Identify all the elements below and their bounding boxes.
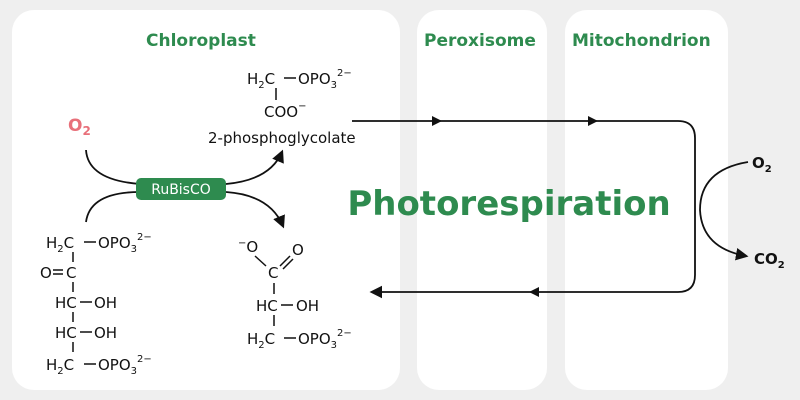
mitochondrion-title: Mitochondrion (572, 31, 711, 51)
svg-text:H2C: H2C (247, 330, 275, 351)
svg-text:OH: OH (94, 324, 117, 342)
mito-oxygen-label: O2 (752, 154, 772, 175)
svg-text:C: C (66, 264, 76, 282)
oxygen-to-rubisco-arc (85, 149, 141, 185)
svg-text:OPO32−: OPO32− (298, 68, 352, 91)
rubp-to-rubisco-arc (85, 191, 141, 223)
mito-co2-label: CO2 (754, 250, 785, 271)
svg-text:HC: HC (55, 294, 77, 312)
peroxisome-panel (417, 10, 547, 390)
rubp-structure: H2C OPO32− O C HC OH HC OH H2C OPO32− (40, 232, 152, 377)
svg-text:H2C: H2C (46, 356, 74, 377)
svg-text:HC: HC (55, 324, 77, 342)
rubisco-label: RuBisCO (151, 182, 211, 198)
svg-text:OH: OH (94, 294, 117, 312)
rubisco-badge (136, 178, 226, 200)
svg-text:OPO32−: OPO32− (98, 354, 152, 377)
rubisco-to-phosphoglycerate-arrow (225, 191, 285, 229)
process-title: Photorespiration (347, 184, 670, 224)
oxygen-input-label: O2 (68, 116, 91, 138)
svg-text:OPO32−: OPO32− (98, 232, 152, 255)
svg-text:C: C (268, 264, 278, 282)
forward-transport-line (352, 120, 696, 299)
svg-text:OPO32−: OPO32− (298, 328, 352, 351)
svg-text:O: O (292, 241, 304, 259)
phosphoglycolate-structure: H2C OPO32− COO− (247, 68, 352, 121)
svg-text:H2C: H2C (247, 70, 275, 91)
svg-text:OH: OH (296, 297, 319, 315)
svg-text:HC: HC (256, 297, 278, 315)
oxygen-co2-exchange-arc (699, 161, 749, 261)
peroxisome-title: Peroxisome (424, 31, 536, 51)
rubisco-to-phosphoglycolate-arrow (225, 149, 284, 185)
phosphoglycerate-structure: −O C O HC OH H2C OPO32− (238, 238, 352, 351)
svg-text:−O: −O (238, 238, 258, 256)
arrowhead-into-mitochondrion (588, 116, 598, 126)
arrowhead-return-peroxisome (529, 287, 539, 297)
phosphoglycolate-name: 2-phosphoglycolate (208, 129, 356, 147)
arrowhead-into-peroxisome (432, 116, 442, 126)
chloroplast-title: Chloroplast (146, 31, 256, 51)
svg-text:H2C: H2C (46, 234, 74, 255)
svg-text:COO−: COO− (264, 101, 306, 121)
svg-text:O: O (40, 264, 52, 282)
